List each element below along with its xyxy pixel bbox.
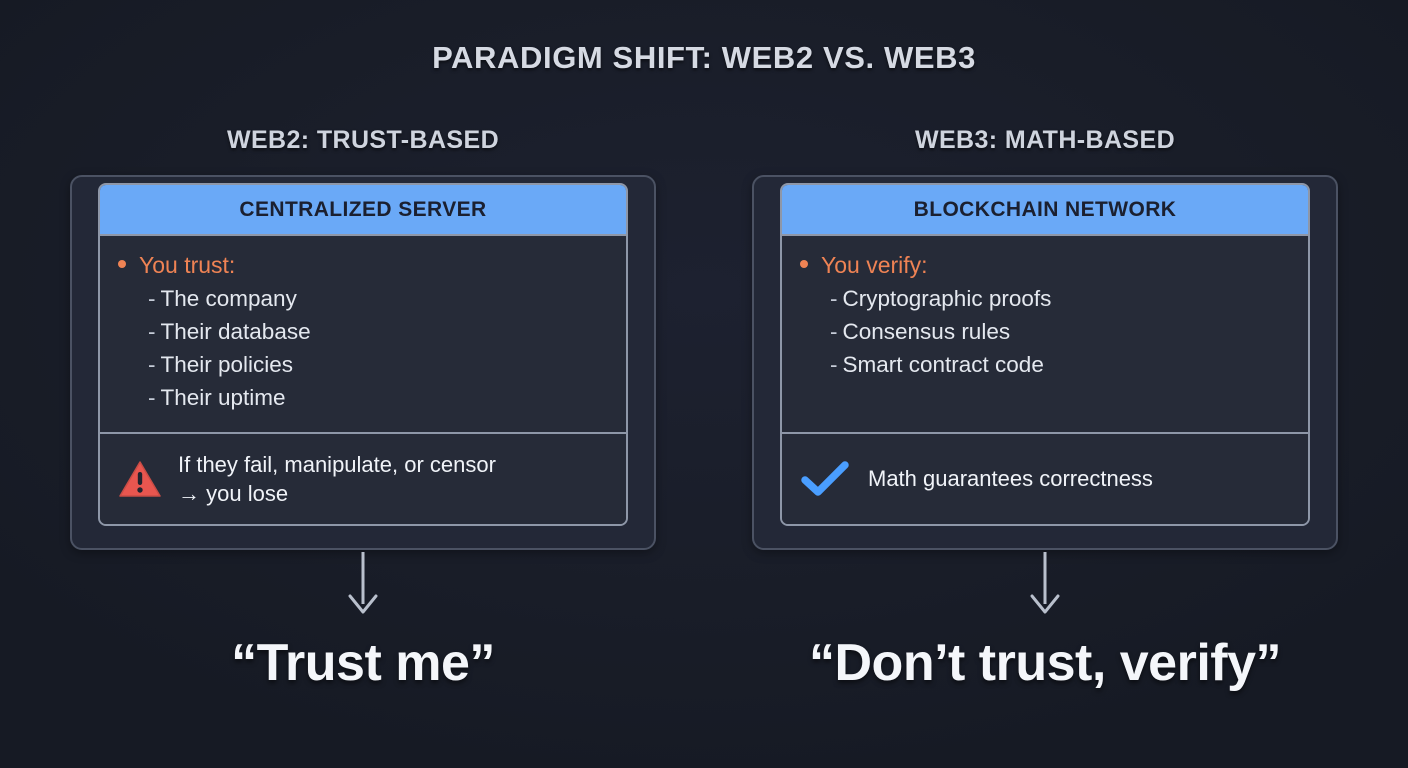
list-item: -The company [148,282,608,315]
web2-footer-line2: → you lose [178,481,289,506]
page-title: PARADIGM SHIFT: WEB2 VS. WEB3 [432,40,976,75]
web3-lead: You verify: [800,252,1290,279]
web2-footer-line1: If they fail, manipulate, or censor [178,451,496,477]
web2-footer-text: If they fail, manipulate, or censor → yo… [178,450,496,508]
list-item: -Cryptographic proofs [830,282,1290,315]
web2-card: CENTRALIZED SERVER You trust: -The compa… [98,183,628,526]
web2-card-body: You trust: -The company -Their database … [100,236,626,432]
web3-footer-text: Math guarantees correctness [868,464,1153,493]
web2-lead-label: You trust: [139,252,236,278]
web3-card-body: You verify: -Cryptographic proofs -Conse… [782,236,1308,432]
list-item-label: Their uptime [160,385,286,411]
web3-card: BLOCKCHAIN NETWORK You verify: -Cryptogr… [780,183,1310,526]
web3-quote: “Don’t trust, verify” [809,634,1282,692]
dash-marker: - [148,286,156,311]
column-heading-web3: WEB3: MATH-BASED [914,126,1176,154]
web3-card-footer: Math guarantees correctness [782,432,1308,524]
web2-card-footer: If they fail, manipulate, or censor → yo… [100,432,626,524]
list-item: -Consensus rules [830,315,1290,348]
dash-marker: - [830,319,838,345]
web2-lead: You trust: [118,252,608,279]
web3-lead-label: You verify: [821,252,928,278]
web2-card-header: CENTRALIZED SERVER [100,185,626,236]
down-arrow-icon [348,552,378,614]
dash-marker: - [830,286,838,311]
list-item-label: Their database [160,319,311,345]
bullet-dot-icon [118,260,126,268]
web2-list: -The company -Their database -Their poli… [118,282,608,414]
list-item: -Their policies [148,348,608,381]
dash-marker: - [148,319,156,345]
dash-marker: - [830,352,838,378]
warning-triangle-icon [119,461,161,497]
list-item-label: Cryptographic proofs [842,286,1052,311]
column-heading-web2: WEB2: TRUST-BASED [226,126,500,154]
dash-marker: - [148,385,156,411]
list-item-label: The company [160,286,297,311]
bullet-dot-icon [800,260,808,268]
web3-card-header: BLOCKCHAIN NETWORK [782,185,1308,236]
web3-list: -Cryptographic proofs -Consensus rules -… [800,282,1290,381]
web3-frame: BLOCKCHAIN NETWORK You verify: -Cryptogr… [752,175,1338,550]
list-item: -Smart contract code [830,348,1290,381]
list-item: -Their database [148,315,608,348]
web3-footer-line1: Math guarantees correctness [868,466,1153,492]
web2-frame: CENTRALIZED SERVER You trust: -The compa… [70,175,656,550]
down-arrow-icon [1030,552,1060,614]
list-item-label: Smart contract code [842,352,1044,378]
list-item: -Their uptime [148,381,608,414]
dash-marker: - [148,352,156,378]
web2-quote: “Trust me” [231,634,495,692]
check-mark-icon [801,461,849,496]
list-item-label: Consensus rules [842,319,1011,345]
list-item-label: Their policies [160,352,294,378]
